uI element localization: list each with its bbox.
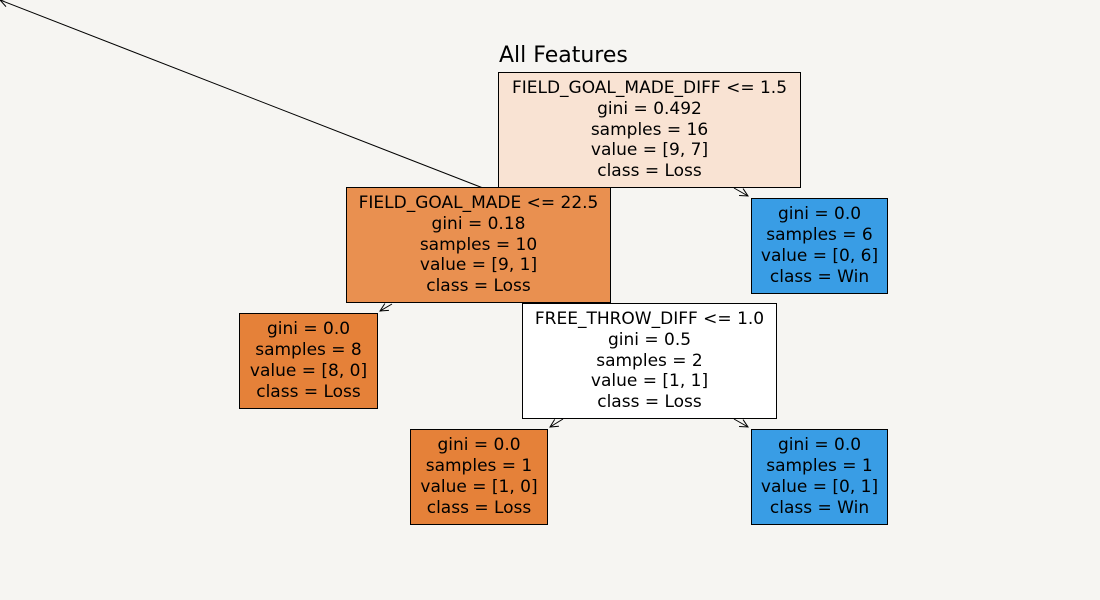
node-gini-text: gini = 0.492: [597, 98, 702, 119]
edge-left-right-to-lr-right: [733, 418, 748, 427]
node-value-text: value = [0, 1]: [760, 477, 879, 497]
node-samples-text: samples = 1: [766, 456, 873, 477]
node-value-text: value = [0, 6]: [760, 246, 879, 266]
node-gini-text: gini = 0.0: [777, 435, 862, 456]
node-value-text: value = [9, 1]: [419, 255, 538, 276]
edge-left-right-to-lr-left: [550, 418, 564, 427]
node-samples-text: samples = 1: [425, 456, 533, 477]
node-gini-text: gini = 0.0: [777, 204, 862, 225]
node-value-text: value = [1, 1]: [590, 371, 709, 392]
edge-root-to-left: [0, 0, 484, 189]
node-class-text: class = Loss: [426, 276, 531, 297]
node-value-text: value = [9, 7]: [590, 140, 709, 161]
edge-left-to-left-left: [380, 304, 393, 311]
node-class-text: class = Loss: [426, 497, 532, 518]
node-samples-text: samples = 2: [596, 350, 703, 371]
node-samples-text: samples = 10: [419, 234, 538, 255]
node-gini-text: gini = 0.0: [437, 435, 521, 456]
node-gini-text: gini = 0.18: [431, 213, 526, 234]
node-split-rule-text: FIELD_GOAL_MADE <= 22.5: [358, 193, 599, 213]
node-value-text: value = [8, 0]: [249, 361, 368, 381]
node-split-rule-text: FREE_THROW_DIFF <= 1.0: [534, 309, 765, 329]
node-samples-text: samples = 8: [255, 340, 362, 361]
figure-title: All Features: [499, 43, 628, 68]
node-samples-text: samples = 16: [590, 119, 709, 140]
node-class-text: class = Win: [769, 497, 870, 518]
node-class-text: class = Win: [769, 266, 870, 287]
edge-root-to-right: [733, 187, 748, 196]
node-gini-text: gini = 0.0: [266, 319, 351, 340]
node-samples-text: samples = 6: [766, 225, 873, 246]
node-class-text: class = Loss: [597, 392, 702, 413]
node-value-text: value = [1, 0]: [420, 477, 538, 497]
node-class-text: class = Loss: [597, 161, 702, 182]
node-class-text: class = Loss: [256, 381, 361, 402]
node-gini-text: gini = 0.5: [607, 329, 692, 350]
node-split-rule-text: FIELD_GOAL_MADE_DIFF <= 1.5: [511, 78, 788, 98]
